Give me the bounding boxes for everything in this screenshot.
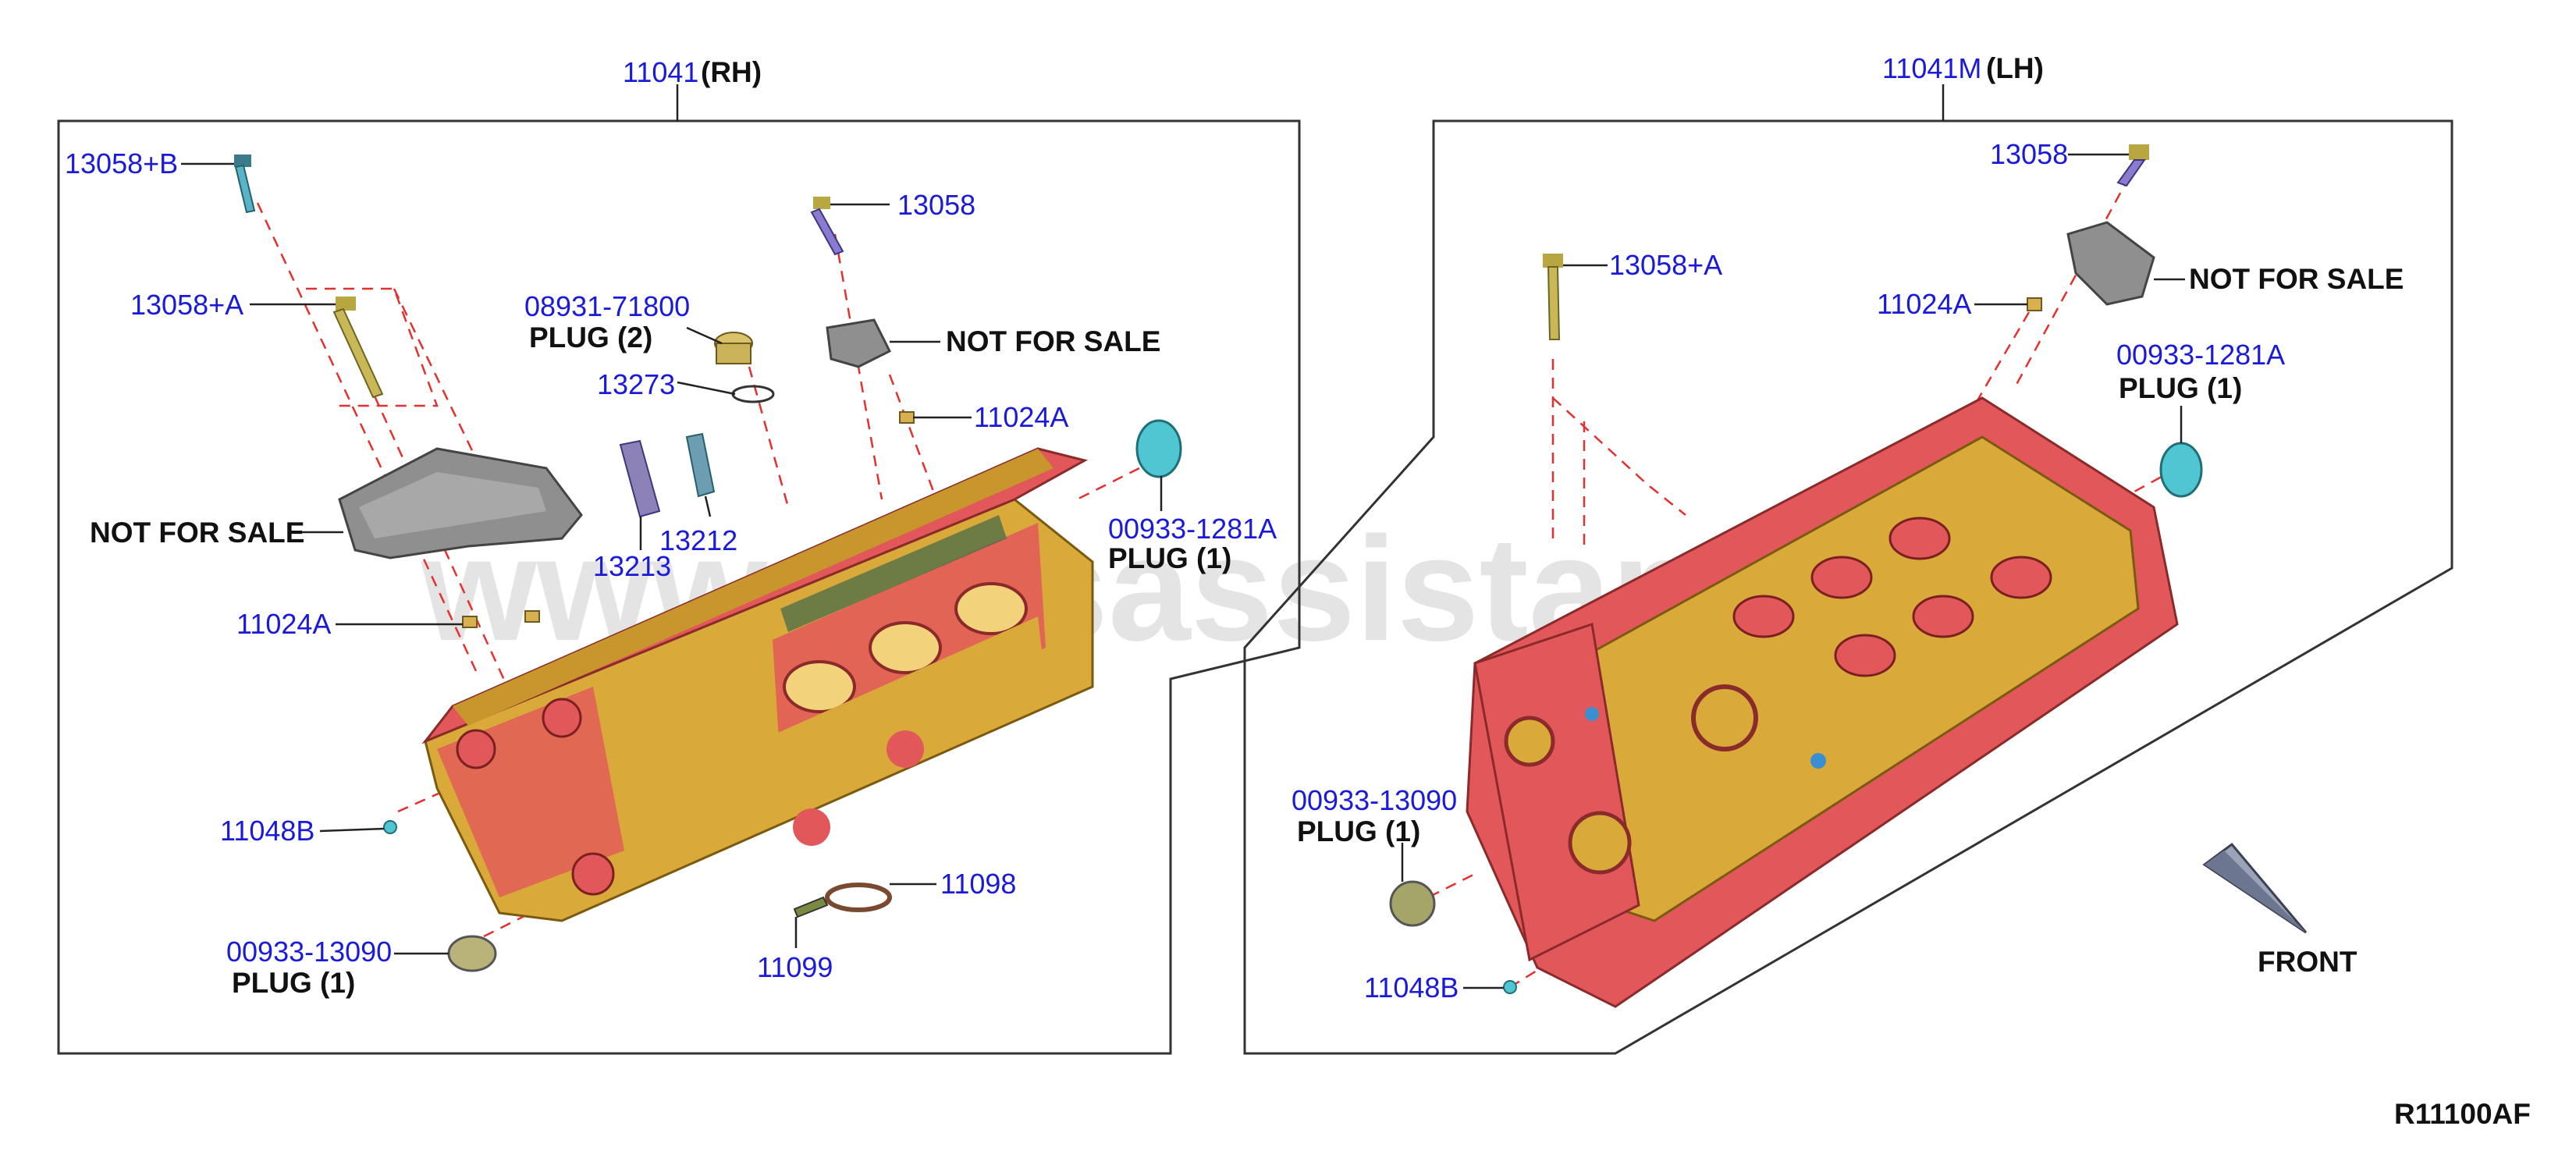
- label-plug-1-side-rh: PLUG (1): [1108, 542, 1231, 574]
- label-plug-2: PLUG (2): [529, 321, 652, 353]
- label-13058-lh[interactable]: 13058: [1990, 138, 2068, 170]
- label-11024a-lh[interactable]: 11024A: [1877, 288, 1971, 320]
- label-13058-rh[interactable]: 13058: [897, 189, 975, 221]
- diagram-reference-code: R11100AF: [2394, 1098, 2531, 1130]
- rh-small-parts: [234, 155, 1182, 972]
- label-not-for-sale-bracket-lh: NOT FOR SALE: [2189, 263, 2404, 295]
- leader-lines: [181, 153, 2185, 989]
- label-00933-13090-lh[interactable]: 00933-13090: [1292, 784, 1457, 816]
- front-arrow-icon: [2202, 842, 2308, 934]
- label-00933-1281a-rh[interactable]: 00933-1281A: [1108, 513, 1277, 545]
- lh-frame: [1243, 119, 2453, 1055]
- label-not-for-sale-bracket-rh: NOT FOR SALE: [946, 325, 1160, 357]
- label-plug-1-side-lh: PLUG (1): [2119, 372, 2242, 404]
- label-13213[interactable]: 13213: [593, 550, 671, 582]
- label-plug-1-front-rh: PLUG (1): [232, 967, 355, 999]
- label-08931-71800[interactable]: 08931-71800: [524, 290, 690, 322]
- rh-title-side: (RH): [701, 56, 762, 88]
- label-13273[interactable]: 13273: [597, 368, 675, 400]
- lh-title-side: (LH): [1986, 52, 2044, 84]
- label-13058-b-rh[interactable]: 13058+B: [65, 147, 178, 179]
- lh-small-parts: [1389, 144, 2203, 994]
- label-not-for-sale-cover-rh: NOT FOR SALE: [90, 517, 304, 549]
- label-11099[interactable]: 11099: [757, 951, 833, 983]
- rh-frame: [57, 119, 1301, 1055]
- lh-cylinder-head: [1466, 396, 2179, 1008]
- label-11024a-left-rh[interactable]: 11024A: [236, 608, 331, 640]
- label-13058-a-rh[interactable]: 13058+A: [130, 289, 243, 321]
- label-11048b-lh[interactable]: 11048B: [1364, 972, 1459, 1003]
- label-00933-1281a-lh[interactable]: 00933-1281A: [2116, 339, 2285, 371]
- rh-title-number[interactable]: 11041: [623, 56, 698, 88]
- label-11024a-top-rh[interactable]: 11024A: [974, 401, 1068, 433]
- label-11048b-rh[interactable]: 11048B: [220, 815, 314, 847]
- label-front: FRONT: [2258, 946, 2357, 978]
- label-13058-a-lh[interactable]: 13058+A: [1609, 249, 1722, 281]
- label-11098[interactable]: 11098: [940, 868, 1016, 900]
- lh-title-number[interactable]: 11041M: [1882, 52, 1981, 84]
- label-00933-13090-rh[interactable]: 00933-13090: [226, 936, 392, 968]
- rh-cylinder-head: [421, 447, 1094, 922]
- label-13212[interactable]: 13212: [659, 524, 737, 556]
- label-plug-1-front-lh: PLUG (1): [1297, 815, 1420, 847]
